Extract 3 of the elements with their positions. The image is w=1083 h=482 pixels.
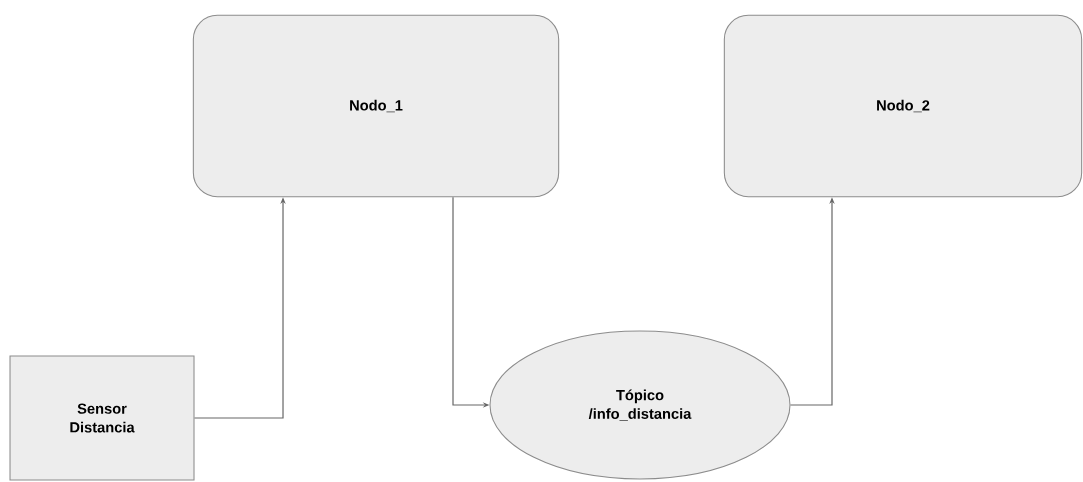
process-box: Sensor Distancia: [9, 355, 195, 481]
rounded-box: Nodo_1: [192, 14, 560, 198]
rounded-box: Nodo_2: [723, 14, 1083, 198]
